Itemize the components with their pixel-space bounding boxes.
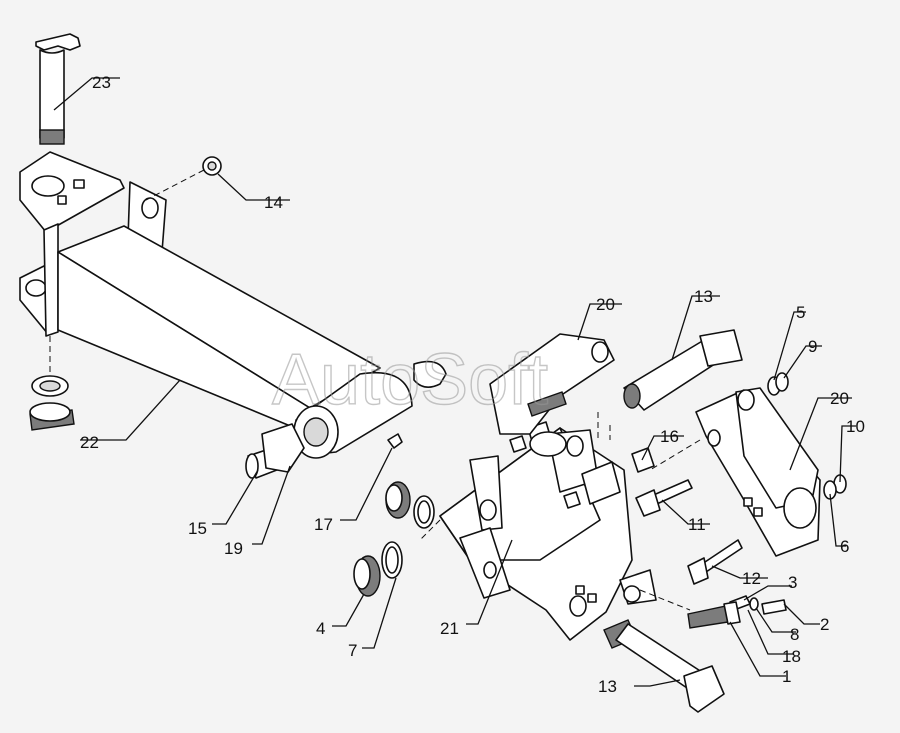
upper-ring (413, 495, 435, 529)
part-20-upper-link (489, 333, 615, 457)
housing-nut (29, 402, 75, 431)
callout-12: 12 (742, 569, 761, 588)
part-12-pin (687, 539, 743, 585)
part-17-grease-nipple (387, 433, 403, 449)
part-13-upper-pin (623, 329, 743, 411)
part-14-bushing (202, 156, 222, 176)
callout-8: 8 (790, 625, 799, 644)
part-1-bolt (687, 601, 741, 629)
callout-5: 5 (796, 303, 805, 322)
callout-10: 10 (846, 417, 865, 436)
housing-washer (31, 375, 69, 397)
callout-13-lower: 13 (598, 677, 617, 696)
part-19-bushing (261, 423, 305, 473)
callouts: 23 14 22 15 19 17 4 7 21 20 13 16 11 12 … (80, 73, 865, 696)
callout-22: 22 (80, 433, 99, 452)
callout-11: 11 (688, 515, 706, 534)
part-11-pin (635, 479, 693, 517)
callout-6: 6 (840, 537, 849, 556)
callout-15: 15 (188, 519, 207, 538)
watermark: AutoSoft (272, 340, 548, 420)
part-22-housing (19, 151, 413, 459)
callout-20-upper: 20 (596, 295, 615, 314)
callout-13-upper: 13 (694, 287, 713, 306)
callout-9: 9 (808, 337, 817, 356)
callout-20-right: 20 (830, 389, 849, 408)
part-8-washer (749, 597, 759, 611)
leader-lines (53, 77, 856, 687)
callout-18: 18 (782, 647, 801, 666)
callout-2: 2 (820, 615, 829, 634)
assembly-lines (49, 169, 701, 611)
part-16-block (631, 447, 655, 473)
callout-19: 19 (224, 539, 243, 558)
callout-3: 3 (788, 573, 797, 592)
part-21-bracket (439, 421, 657, 641)
callout-21: 21 (440, 619, 459, 638)
part-7-ring (381, 541, 403, 579)
callout-7: 7 (348, 641, 357, 660)
part-13-lower-pin (603, 619, 725, 713)
upper-nut (385, 481, 411, 519)
callout-17: 17 (314, 515, 333, 534)
collar-bushing (413, 360, 447, 388)
callout-1: 1 (782, 667, 791, 686)
part-2-bolt (761, 599, 787, 615)
part-23-pin (35, 33, 81, 145)
callout-23: 23 (92, 73, 111, 92)
part-20-right-plate (695, 387, 821, 557)
callout-16: 16 (660, 427, 679, 446)
callout-4: 4 (316, 619, 325, 638)
callout-14: 14 (264, 193, 283, 212)
part-4-nut (353, 555, 381, 597)
